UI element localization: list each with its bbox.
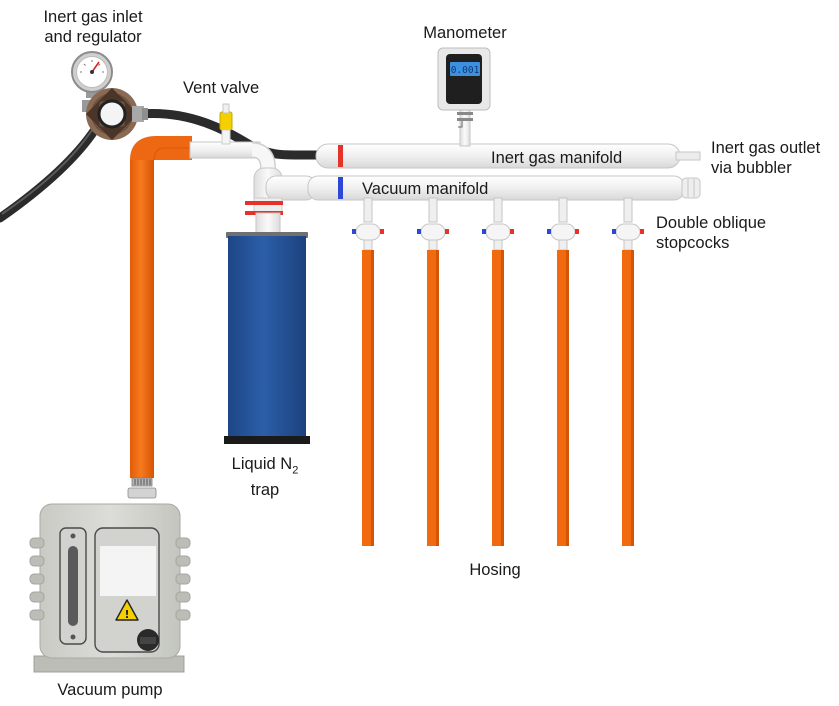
liquid-n2-trap — [224, 232, 310, 444]
label-inert-gas-inlet-line2: and regulator — [44, 28, 142, 46]
label-liquid-n2-trap: Liquid N2 trap — [205, 454, 325, 500]
hose-shade — [566, 250, 569, 546]
vacuum-marker — [338, 177, 343, 199]
hose-shade — [631, 250, 634, 546]
inert-gas-regulator — [71, 51, 148, 140]
trap-clamp-top — [245, 201, 283, 205]
hose-shade — [501, 250, 504, 546]
double-oblique-stopcocks — [352, 197, 644, 546]
svg-text:!: ! — [124, 608, 129, 621]
label-inert-gas-outlet-line2: via bubbler — [711, 159, 792, 177]
label-vent-valve: Vent valve — [183, 79, 260, 97]
inert-gas-marker — [338, 145, 343, 167]
glass-connector — [189, 141, 317, 236]
stopcock[interactable] — [352, 197, 384, 251]
label-liquid-n: Liquid N — [231, 455, 293, 473]
inert-gas-manifold — [315, 143, 701, 169]
manometer-screen — [450, 62, 480, 76]
vacuum-pump: ! — [29, 503, 191, 673]
label-vacuum-pump: Vacuum pump — [57, 681, 163, 699]
label-trap: trap — [250, 481, 280, 500]
stopcock[interactable] — [417, 197, 449, 251]
label-inert-gas-inlet-line1: Inert gas inlet — [43, 8, 143, 26]
label-hosing: Hosing — [469, 561, 521, 579]
hose-shade — [436, 250, 439, 546]
vent-valve — [219, 103, 233, 145]
manometer-reading: 0.001 — [451, 65, 480, 76]
stopcock[interactable] — [612, 197, 644, 251]
stopcock[interactable] — [482, 197, 514, 251]
label-inert-gas-manifold: Inert gas manifold — [491, 149, 623, 167]
label-inert-gas-outlet: Inert gas outlet via bubbler — [711, 138, 820, 178]
vacuum-hose-to-pump — [127, 136, 192, 499]
label-stopcocks-line2: stopcocks — [656, 234, 730, 252]
label-stopcocks-line1: Double oblique — [656, 214, 767, 232]
label-manometer: Manometer — [423, 24, 507, 42]
label-inert-gas-outlet-line1: Inert gas outlet — [711, 139, 821, 157]
label-vacuum-manifold: Vacuum manifold — [362, 180, 489, 198]
label-inert-gas-inlet: Inert gas inlet and regulator — [18, 7, 168, 47]
stopcock[interactable] — [547, 197, 579, 251]
label-stopcocks: Double oblique stopcocks — [656, 213, 766, 253]
hose-shade — [371, 250, 374, 546]
warning-icon — [115, 599, 139, 621]
label-subscript-2: 2 — [292, 464, 299, 477]
label-liquid-n2-line1: Liquid N2 — [205, 454, 325, 480]
manometer: 0.001 — [437, 47, 491, 147]
